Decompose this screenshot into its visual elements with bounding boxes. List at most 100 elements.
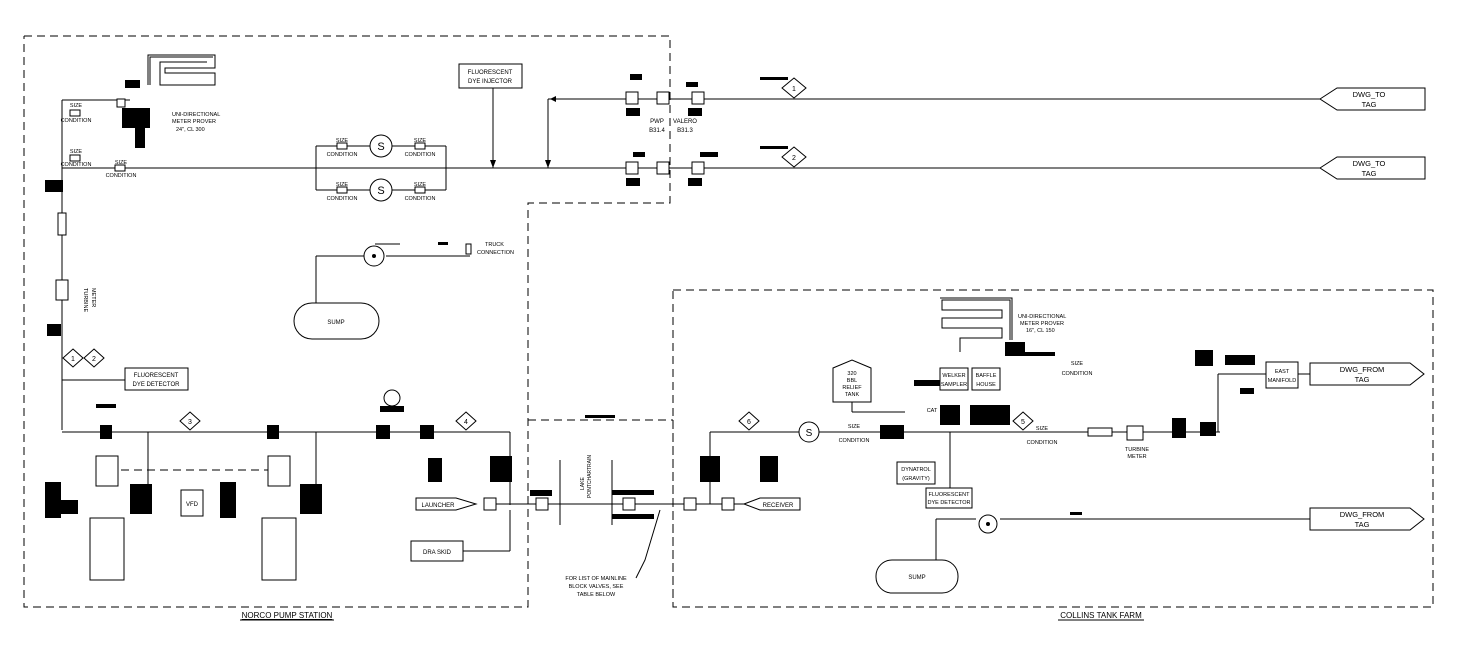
tag-diamond-6: 6: [738, 411, 760, 431]
svg-text:S: S: [806, 428, 813, 439]
svg-text:FLUORESCENT: FLUORESCENT: [929, 492, 971, 498]
svg-text:SAMPLER: SAMPLER: [941, 382, 967, 388]
pig-trap-valve: [376, 389, 434, 439]
svg-text:6: 6: [747, 419, 751, 426]
svg-text:2: 2: [792, 155, 796, 162]
tag-diamond-1-top: 1: [760, 77, 807, 99]
svg-text:CONDITION: CONDITION: [61, 162, 92, 168]
svg-text:TAG: TAG: [1362, 100, 1377, 109]
svg-text:FOR LIST OF MAINLINE: FOR LIST OF MAINLINE: [565, 576, 627, 582]
svg-text:EAST: EAST: [1275, 369, 1290, 375]
svg-text:S: S: [377, 185, 384, 197]
svg-text:DYE INJECTOR: DYE INJECTOR: [468, 79, 513, 85]
svg-text:TANK: TANK: [845, 392, 860, 398]
turbine-meter-right: TURBINE METER: [1087, 418, 1216, 460]
svg-text:DWG_TO: DWG_TO: [1353, 90, 1386, 99]
svg-text:METER: METER: [1127, 454, 1146, 460]
pump-unit-1: [45, 404, 152, 581]
offpage-to-1[interactable]: DWG_TO TAG: [1319, 87, 1426, 111]
dynatrol: DYNATROL (GRAVITY): [896, 461, 936, 485]
svg-text:DRA SKID: DRA SKID: [423, 550, 452, 556]
svg-text:METER PROVER: METER PROVER: [172, 119, 216, 125]
svg-text:TURBINE: TURBINE: [1125, 447, 1149, 453]
svg-text:MANIFOLD: MANIFOLD: [1268, 378, 1296, 384]
strainer-collins: S: [798, 421, 820, 443]
norco-title: NORCO PUMP STATION: [242, 611, 333, 620]
svg-text:FLUORESCENT: FLUORESCENT: [134, 373, 179, 379]
tag-diamond-5: 5: [1012, 411, 1034, 431]
svg-text:BAFFLE: BAFFLE: [976, 373, 997, 379]
svg-text:BBL: BBL: [847, 378, 857, 384]
svg-text:CONDITION: CONDITION: [405, 196, 436, 202]
svg-text:CONDITION: CONDITION: [1027, 440, 1058, 446]
svg-text:320: 320: [847, 371, 856, 377]
svg-text:PWP: PWP: [650, 119, 664, 125]
tag-diamond-1-left: 1: [62, 348, 84, 368]
svg-text:TURBINE: TURBINE: [82, 288, 88, 312]
svg-text:CONDITION: CONDITION: [1062, 371, 1093, 377]
svg-text:TABLE BELOW: TABLE BELOW: [577, 592, 616, 598]
svg-text:B31.4: B31.4: [649, 128, 665, 134]
svg-text:SIZE: SIZE: [414, 138, 427, 144]
svg-text:DYNATROL: DYNATROL: [901, 467, 931, 473]
svg-text:DWG_FROM: DWG_FROM: [1340, 510, 1385, 519]
svg-text:SIZE: SIZE: [70, 103, 83, 109]
svg-text:CONDITION: CONDITION: [405, 152, 436, 158]
tag-diamond-2-top: 2: [760, 146, 807, 168]
svg-text:METER: METER: [90, 288, 96, 307]
svg-text:(GRAVITY): (GRAVITY): [902, 476, 930, 482]
collins-boundary: [672, 289, 1434, 608]
svg-text:LAUNCHER: LAUNCHER: [421, 503, 455, 509]
svg-text:5: 5: [1021, 419, 1025, 426]
offpage-from-2[interactable]: DWG_FROM TAG: [1309, 507, 1425, 531]
offpage-from-1[interactable]: DWG_FROM TAG: [1309, 362, 1425, 386]
svg-text:WELKER: WELKER: [942, 373, 965, 379]
fluorescent-dye-detector-right: FLUORESCENT DYE DETECTOR: [925, 487, 973, 509]
svg-text:RECEIVER: RECEIVER: [763, 503, 794, 509]
svg-text:SIZE: SIZE: [414, 182, 427, 188]
svg-text:DYE DETECTOR: DYE DETECTOR: [133, 382, 181, 388]
svg-text:FLUORESCENT: FLUORESCENT: [468, 70, 513, 76]
svg-text:DWG_TO: DWG_TO: [1353, 159, 1386, 168]
svg-text:B31.3: B31.3: [677, 128, 693, 134]
svg-text:UNI-DIRECTIONAL: UNI-DIRECTIONAL: [1018, 314, 1066, 320]
tag-diamond-3: 3: [179, 411, 201, 431]
relief-tank: 320 BBL RELIEF TANK: [832, 359, 872, 403]
svg-text:BLOCK VALVES, SEE: BLOCK VALVES, SEE: [569, 584, 624, 590]
svg-text:4: 4: [464, 419, 468, 426]
pwp-valero-valves: PWP B31.4 VALERO B31.3: [625, 74, 718, 186]
svg-text:VFD: VFD: [186, 502, 199, 508]
svg-text:CONNECTION: CONNECTION: [477, 250, 514, 256]
truck-connection-label: TRUCK: [485, 242, 504, 248]
tag-diamond-4: 4: [455, 411, 477, 431]
meter-prover-right: UNI-DIRECTIONAL METER PROVER 16", CL 150: [940, 297, 1066, 356]
svg-text:CONDITION: CONDITION: [61, 118, 92, 124]
truck-pump: [363, 245, 385, 267]
baffle-house: BAFFLE HOUSE: [971, 367, 1001, 391]
offpage-to-2[interactable]: DWG_TO TAG: [1319, 156, 1426, 180]
svg-text:PONTCHARTRAIN: PONTCHARTRAIN: [587, 455, 593, 498]
svg-text:TAG: TAG: [1355, 520, 1370, 529]
mainline-note: FOR LIST OF MAINLINE BLOCK VALVES, SEE T…: [565, 509, 661, 598]
svg-text:2: 2: [92, 356, 96, 363]
svg-text:3: 3: [188, 419, 192, 426]
svg-text:24", CL 300: 24", CL 300: [176, 127, 205, 133]
svg-text:RELIEF: RELIEF: [842, 385, 862, 391]
svg-text:S: S: [377, 141, 384, 153]
welker-sampler: WELKER SAMPLER: [939, 367, 969, 391]
svg-text:CONDITION: CONDITION: [327, 196, 358, 202]
meter-prover-left: UNI-DIRECTIONAL METER PROVER 24", CL 300: [122, 54, 220, 148]
vfd-box: VFD: [180, 489, 204, 517]
svg-text:CAT: CAT: [927, 408, 938, 414]
svg-text:UNI-DIRECTIONAL: UNI-DIRECTIONAL: [172, 112, 220, 118]
svg-text:DYE DETECTOR: DYE DETECTOR: [928, 500, 971, 506]
svg-text:METER PROVER: METER PROVER: [1020, 321, 1064, 327]
norco-boundary: [23, 35, 671, 608]
svg-text:TAG: TAG: [1355, 375, 1370, 384]
fluorescent-dye-injector: FLUORESCENT DYE INJECTOR: [458, 63, 523, 89]
fluorescent-dye-detector-left: FLUORESCENT DYE DETECTOR: [124, 367, 189, 391]
svg-text:SIZE: SIZE: [1036, 426, 1049, 432]
launcher: LAUNCHER: [415, 456, 512, 511]
svg-text:TAG: TAG: [1362, 169, 1377, 178]
